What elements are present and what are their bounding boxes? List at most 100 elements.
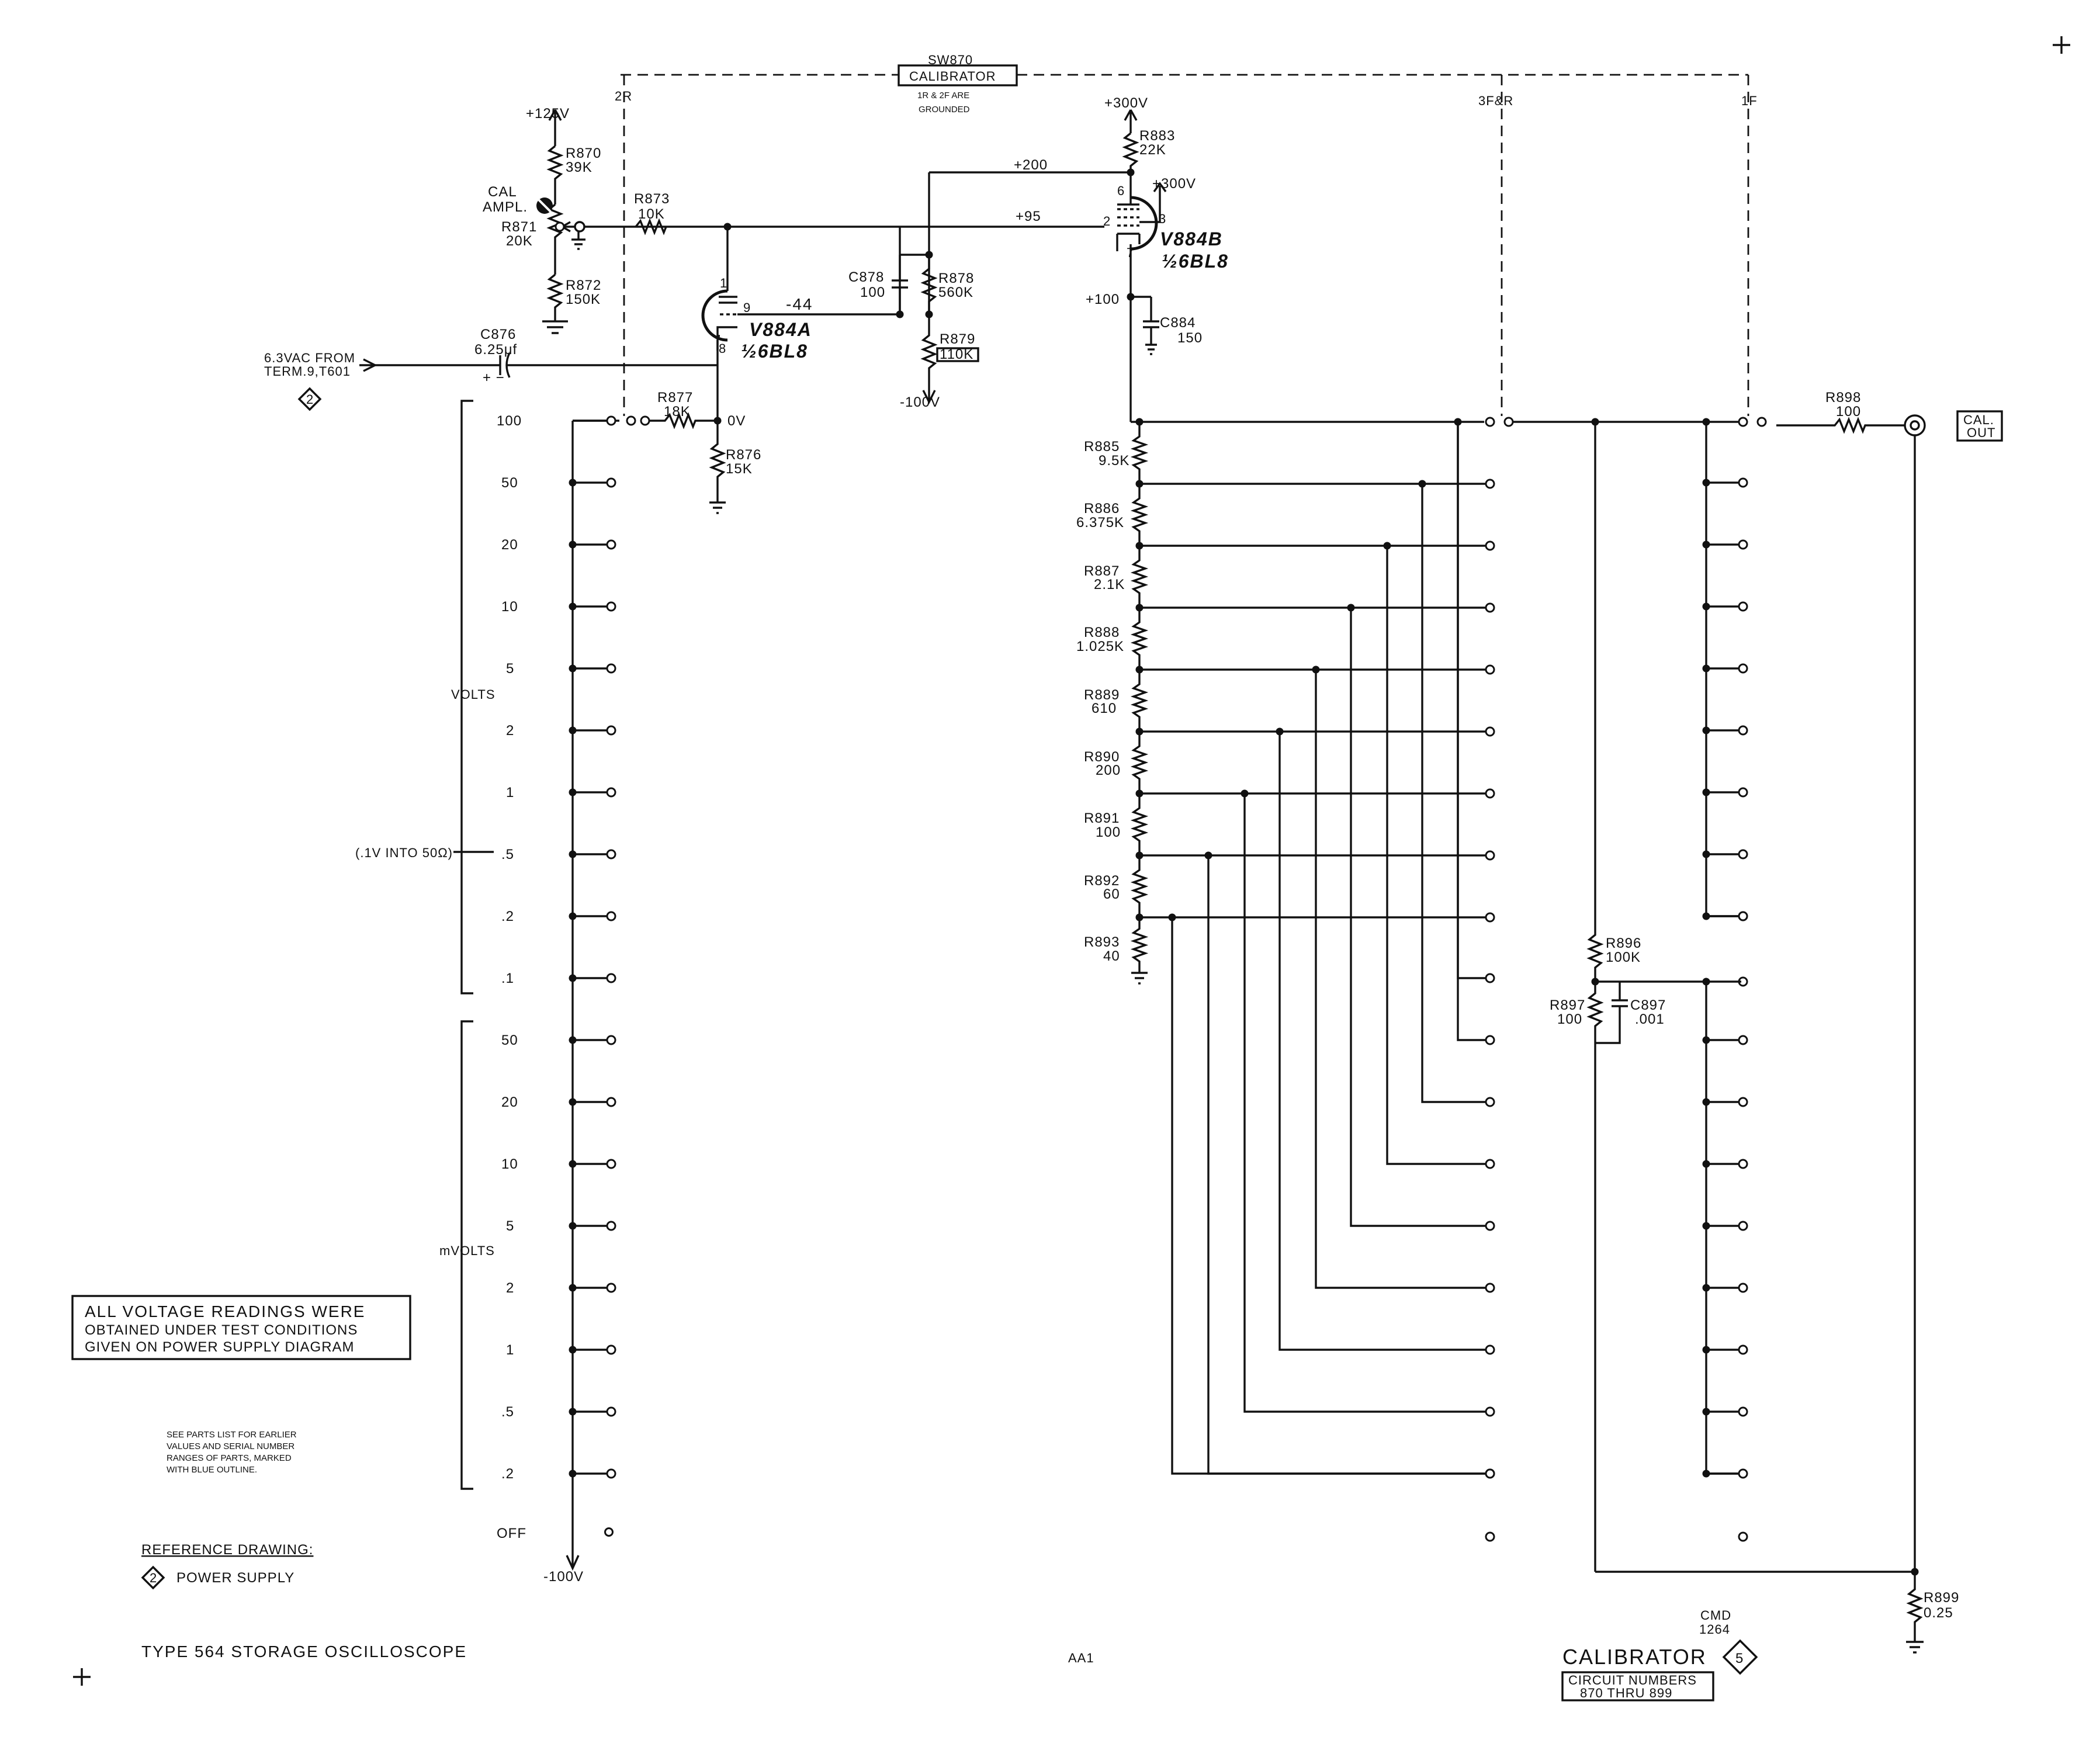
switch-note-1: 1R & 2F ARE (917, 91, 969, 100)
range-terminal (606, 973, 616, 983)
junction-dot (569, 1098, 577, 1106)
output-terminal (1738, 663, 1748, 674)
range-terminal (606, 415, 616, 426)
ladder-branch (1386, 546, 1485, 1165)
junction-dot (713, 417, 722, 425)
v884b-pin-7: 7 (1127, 245, 1134, 260)
c884-label: C884 (1160, 315, 1196, 331)
svg-text:40: 40 (1103, 948, 1120, 964)
attenuator-terminal (1485, 1159, 1495, 1169)
off-terminal (604, 1527, 614, 1537)
junction-dot (1135, 418, 1144, 426)
circuit-numbers-line-1: CIRCUIT NUMBERS (1568, 1673, 1697, 1687)
range-terminal (606, 663, 616, 674)
junction-dot (1702, 1222, 1710, 1230)
output-terminal (1738, 1468, 1748, 1479)
svg-text:R885: R885 (1084, 439, 1120, 455)
reference-drawing-title: REFERENCE DRAWING: (141, 1542, 313, 1558)
attenuator-terminal (1485, 540, 1495, 551)
svg-text:2: 2 (150, 1571, 157, 1585)
voltage-note-line-2: OBTAINED UNDER TEST CONDITIONS (85, 1322, 358, 1338)
voltage-95: +95 (1016, 209, 1041, 224)
cal-ampl-adjust-icon (536, 197, 553, 214)
ladder-branch (1243, 793, 1485, 1413)
range-step-label: .2 (501, 1466, 514, 1482)
r873-label: R873 (634, 191, 670, 207)
range-step-label: .5 (501, 847, 514, 862)
junction-dot (1702, 726, 1710, 734)
ladder-branch (1171, 917, 1485, 1475)
svg-text:R891: R891 (1084, 810, 1120, 826)
junction-dot (1702, 479, 1710, 487)
junction-dot (1702, 1160, 1710, 1168)
switch-note-2: GROUNDED (919, 105, 970, 115)
junction-dot (1702, 664, 1710, 673)
range-step-label: 50 (501, 475, 518, 491)
attenuator-terminal (1485, 602, 1495, 613)
output-terminal (1738, 1283, 1748, 1293)
svg-text:2.1K: 2.1K (1094, 577, 1125, 592)
c876-input (359, 352, 718, 378)
ground-icon (1131, 972, 1148, 985)
svg-text:100: 100 (1096, 824, 1121, 840)
output-terminal (1738, 417, 1748, 427)
attenuator-terminal (1485, 973, 1495, 983)
parts-note-3: RANGES OF PARTS, MARKED (167, 1453, 292, 1463)
v884b-label: V884B (1160, 228, 1223, 249)
reference-ref-diamond-icon: 2 (141, 1565, 165, 1590)
v884b-pin-3: 3 (1159, 212, 1166, 226)
junction-dot (569, 1470, 577, 1478)
switch-label: CALIBRATOR (909, 69, 996, 84)
output-terminal (1738, 1344, 1748, 1355)
supply-p300-a: +300V (1104, 95, 1148, 111)
range-terminal (606, 1097, 616, 1107)
output-terminal (1738, 1531, 1748, 1542)
junction-dot (1702, 602, 1710, 611)
range-step-label: 50 (501, 1032, 518, 1048)
voltage-note-line-3: GIVEN ON POWER SUPPLY DIAGRAM (85, 1339, 355, 1355)
r873-value: 10K (638, 206, 665, 222)
reference-drawing-name: POWER SUPPLY (176, 1570, 294, 1586)
r898-label: R898 (1825, 390, 1861, 406)
r876-label: R876 (726, 447, 761, 463)
supply-m100-b: -100V (543, 1569, 584, 1585)
v884a-pin-9: 9 (743, 300, 751, 315)
mvolts-output-bus (1705, 982, 1738, 1475)
junction-dot (1127, 168, 1135, 176)
r897-label: R897 (1550, 997, 1585, 1013)
junction-dot (723, 223, 732, 231)
svg-text:200: 200 (1096, 763, 1121, 778)
cathode-network (573, 412, 726, 514)
output-network (1776, 414, 1926, 1654)
junction-dot (1591, 418, 1599, 426)
svg-text:R892: R892 (1084, 873, 1120, 889)
svg-text:R888: R888 (1084, 625, 1120, 640)
attenuator-terminal (1485, 1468, 1495, 1479)
ladder-branch (1278, 732, 1485, 1351)
cal-ampl-label-1: CAL (488, 184, 517, 200)
cal-out-label-2: OUT (1967, 425, 1995, 440)
attenuator-terminal (1485, 1344, 1495, 1355)
range-terminal (606, 1468, 616, 1479)
switch-pos-2r: 2R (615, 89, 632, 103)
v884a-label: V884A (749, 319, 812, 340)
range-terminal (606, 849, 616, 860)
cal-out-label-1: CAL. (1963, 413, 1994, 427)
range-terminal (626, 415, 636, 426)
c876-polarity: + − (483, 370, 505, 386)
attenuator-terminal (1485, 726, 1495, 737)
range-terminal (606, 1159, 616, 1169)
range-terminal (606, 911, 616, 921)
svg-text:R886: R886 (1084, 501, 1120, 517)
divider-r878-r879 (892, 171, 1131, 404)
switch-pos-3fr: 3F&R (1478, 93, 1513, 108)
junction-dot (569, 1222, 577, 1230)
range-step-label: 1 (506, 785, 514, 800)
v884a-pin-1: 1 (720, 276, 727, 290)
junction-dot (1702, 1408, 1710, 1416)
output-terminal (1738, 787, 1748, 798)
voltage-0v: 0V (727, 413, 746, 429)
svg-text:60: 60 (1103, 886, 1120, 902)
range-terminal (606, 601, 616, 612)
attenuator-terminal (1485, 1283, 1495, 1293)
